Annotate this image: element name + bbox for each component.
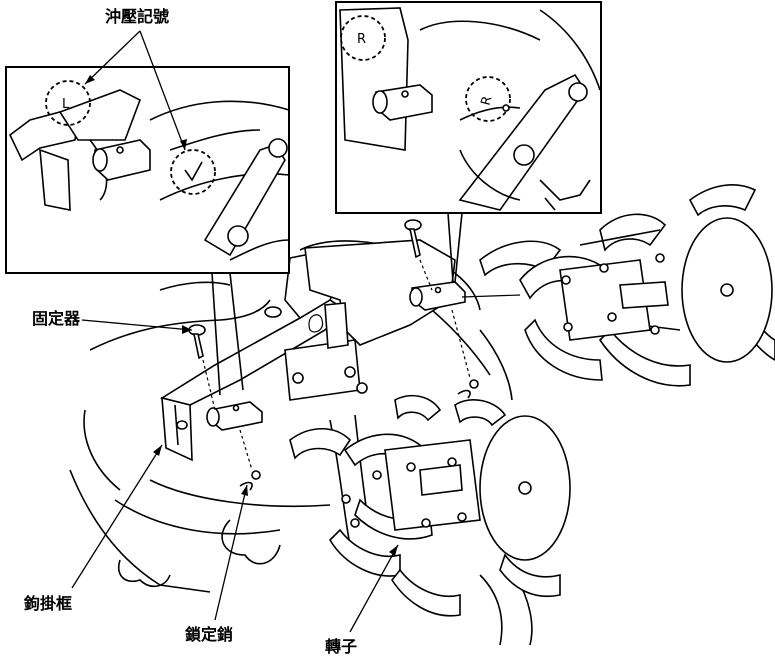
inset-left-detail: L [5,66,290,274]
inset-right-detail: R R [335,1,602,214]
rotor-lower [289,394,571,617]
stamp-mark-right-1: R [357,32,366,47]
fastener-pin-left [188,324,216,411]
leader-lines [71,30,399,633]
label-stamp-mark: 沖壓記號 [105,7,170,26]
lock-pin-clip-right [451,309,479,399]
fastener-pin-right [404,219,433,291]
rotor-upper [461,184,775,387]
stamp-mark-left: L [62,97,70,112]
label-lock-pin: 鎖定銷 [185,625,234,644]
label-fastener: 固定器 [32,309,81,328]
label-hitch-frame: 鉤掛框 [24,594,73,613]
stamp-mark-right-2: R [479,95,496,108]
lock-pin-clip-left [239,429,261,491]
center-bracket [284,239,466,401]
label-rotor: 轉子 [325,637,358,656]
inset-connectors [211,212,463,396]
